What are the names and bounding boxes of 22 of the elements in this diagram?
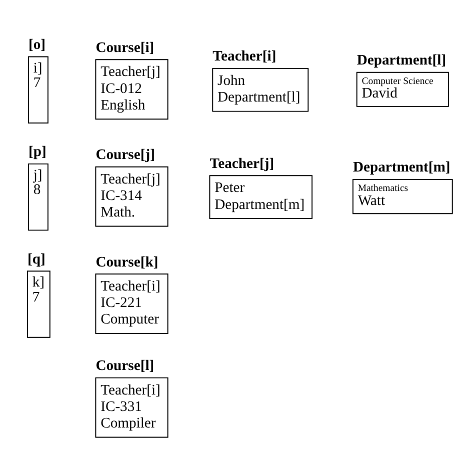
- node-label: Course[i]: [96, 39, 154, 56]
- node-label: Department[m]: [352, 159, 450, 176]
- node-box: Computer Science David: [356, 71, 449, 106]
- node-box: Teacher[j] IC-012 English: [95, 58, 168, 120]
- node-box: Mathematics Watt: [352, 178, 453, 214]
- node-label: Teacher[j]: [210, 155, 274, 172]
- node-label: [p]: [28, 144, 46, 160]
- node-label: Course[j]: [96, 146, 155, 163]
- node-box: i] 7: [28, 56, 48, 123]
- node-box: John Department[l]: [212, 67, 309, 112]
- node-label: Department[l]: [356, 52, 446, 68]
- node-box: k] 7: [27, 270, 50, 338]
- node-box: Teacher[j] IC-314 Math.: [95, 166, 168, 226]
- node-label: [q]: [28, 250, 46, 267]
- node-box: j] 8: [28, 162, 48, 230]
- node-box: Peter Department[m]: [209, 174, 313, 218]
- node-box: Teacher[i] IC-331 Compiler: [95, 376, 168, 438]
- node-box: Teacher[i] IC-221 Computer: [95, 273, 168, 334]
- node-label: Course[k]: [96, 254, 158, 270]
- node-label: [o]: [28, 36, 46, 52]
- node-label: Course[l]: [96, 358, 154, 374]
- node-label: Teacher[i]: [212, 48, 276, 64]
